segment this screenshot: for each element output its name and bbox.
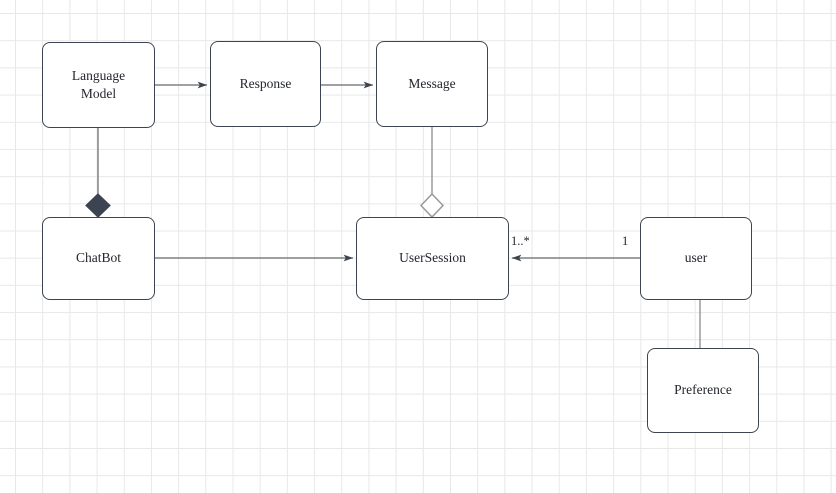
node-language-model-label: Language Model bbox=[71, 67, 126, 101]
edge-language-model-to-chatbot bbox=[85, 128, 111, 218]
node-chatbot-label: ChatBot bbox=[75, 250, 121, 266]
node-usersession-label: UserSession bbox=[399, 250, 466, 266]
multiplicity-user-end: 1 bbox=[622, 234, 629, 248]
node-response[interactable]: Response bbox=[210, 41, 321, 127]
node-response-label: Response bbox=[239, 75, 292, 91]
node-message[interactable]: Message bbox=[376, 41, 488, 127]
multiplicity-usersession-end: 1..* bbox=[511, 234, 530, 248]
node-user[interactable]: user bbox=[640, 217, 752, 300]
filled-diamond-icon bbox=[85, 193, 111, 218]
node-chatbot[interactable]: ChatBot bbox=[42, 217, 155, 300]
edge-message-to-usersession bbox=[419, 127, 445, 219]
node-preference-label: Preference bbox=[674, 382, 732, 398]
node-language-model[interactable]: Language Model bbox=[42, 42, 155, 128]
node-message-label: Message bbox=[408, 75, 456, 91]
node-usersession[interactable]: UserSession bbox=[356, 217, 509, 300]
hollow-diamond-icon bbox=[419, 192, 445, 219]
node-preference[interactable]: Preference bbox=[647, 348, 759, 433]
node-user-label: user bbox=[684, 250, 708, 266]
